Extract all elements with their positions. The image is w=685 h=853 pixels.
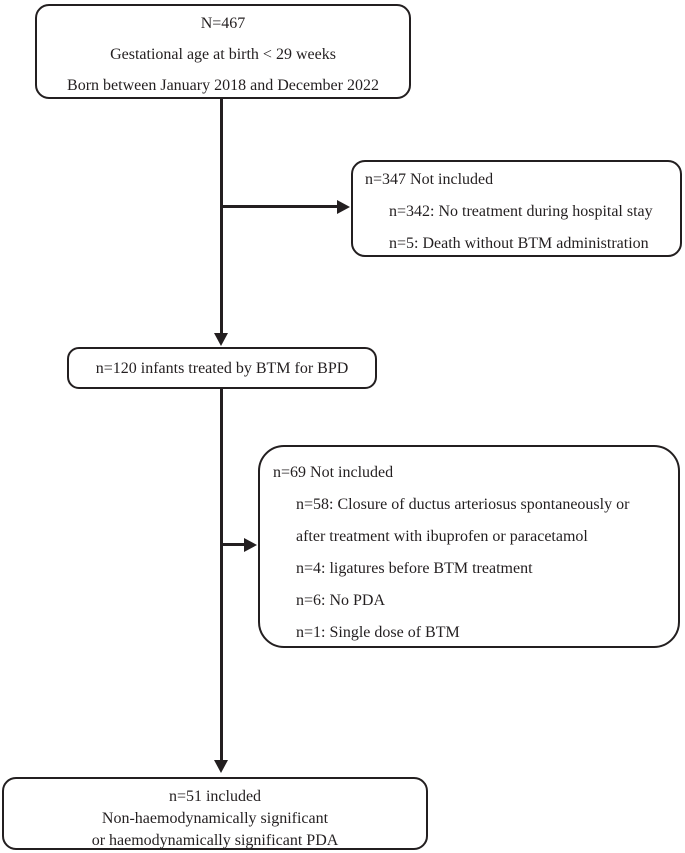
arrowhead-down-included — [214, 760, 228, 773]
included-box: n=51 included Non-haemodynamically signi… — [2, 777, 428, 850]
exclusion-1-item-no-treatment: n=342: No treatment during hospital stay — [389, 203, 653, 220]
exclusion-2-item-closure: n=58: Closure of ductus arteriosus spont… — [296, 496, 630, 513]
arrow-line-treated-to-included — [220, 389, 223, 760]
exclusion-box-1: n=347 Not included n=342: No treatment d… — [351, 160, 682, 257]
exclusion-2-item-no-pda: n=6: No PDA — [296, 592, 386, 609]
exclusion-2-item-single-dose: n=1: Single dose of BTM — [296, 624, 460, 641]
cohort-box-total: N=467 Gestational age at birth < 29 week… — [35, 4, 411, 99]
exclusion-2-header: n=69 Not included — [273, 464, 394, 481]
treated-box: n=120 infants treated by BTM for BPD — [67, 347, 377, 389]
cohort-criterion-birth-period: Born between January 2018 and December 2… — [67, 77, 379, 94]
included-box-nonhs: Non-haemodynamically significant — [101, 810, 329, 827]
exclusion-2-item-closure-continuation: after treatment with ibuprofen or parace… — [296, 528, 588, 545]
arrow-line-branch-not-included-1 — [222, 205, 338, 208]
arrowhead-right-not-included-1 — [337, 200, 350, 214]
included-box-hs: or haemodynamically significant PDA — [91, 832, 339, 849]
cohort-total-n: N=467 — [200, 15, 246, 32]
exclusion-2-item-ligatures: n=4: ligatures before BTM treatment — [296, 560, 533, 577]
arrowhead-right-not-included-2 — [244, 538, 257, 552]
included-box-n: n=51 included — [168, 788, 262, 805]
exclusion-1-item-death: n=5: Death without BTM administration — [389, 235, 649, 252]
treated-box-text: n=120 infants treated by BTM for BPD — [95, 360, 349, 377]
cohort-criterion-gestational-age: Gestational age at birth < 29 weeks — [110, 46, 336, 63]
exclusion-1-header: n=347 Not included — [365, 171, 494, 188]
exclusion-box-2: n=69 Not included n=58: Closure of ductu… — [258, 445, 680, 648]
arrowhead-down-treated — [214, 333, 228, 346]
arrow-line-branch-not-included-2 — [222, 543, 245, 546]
arrow-line-top-to-treated — [220, 99, 223, 333]
